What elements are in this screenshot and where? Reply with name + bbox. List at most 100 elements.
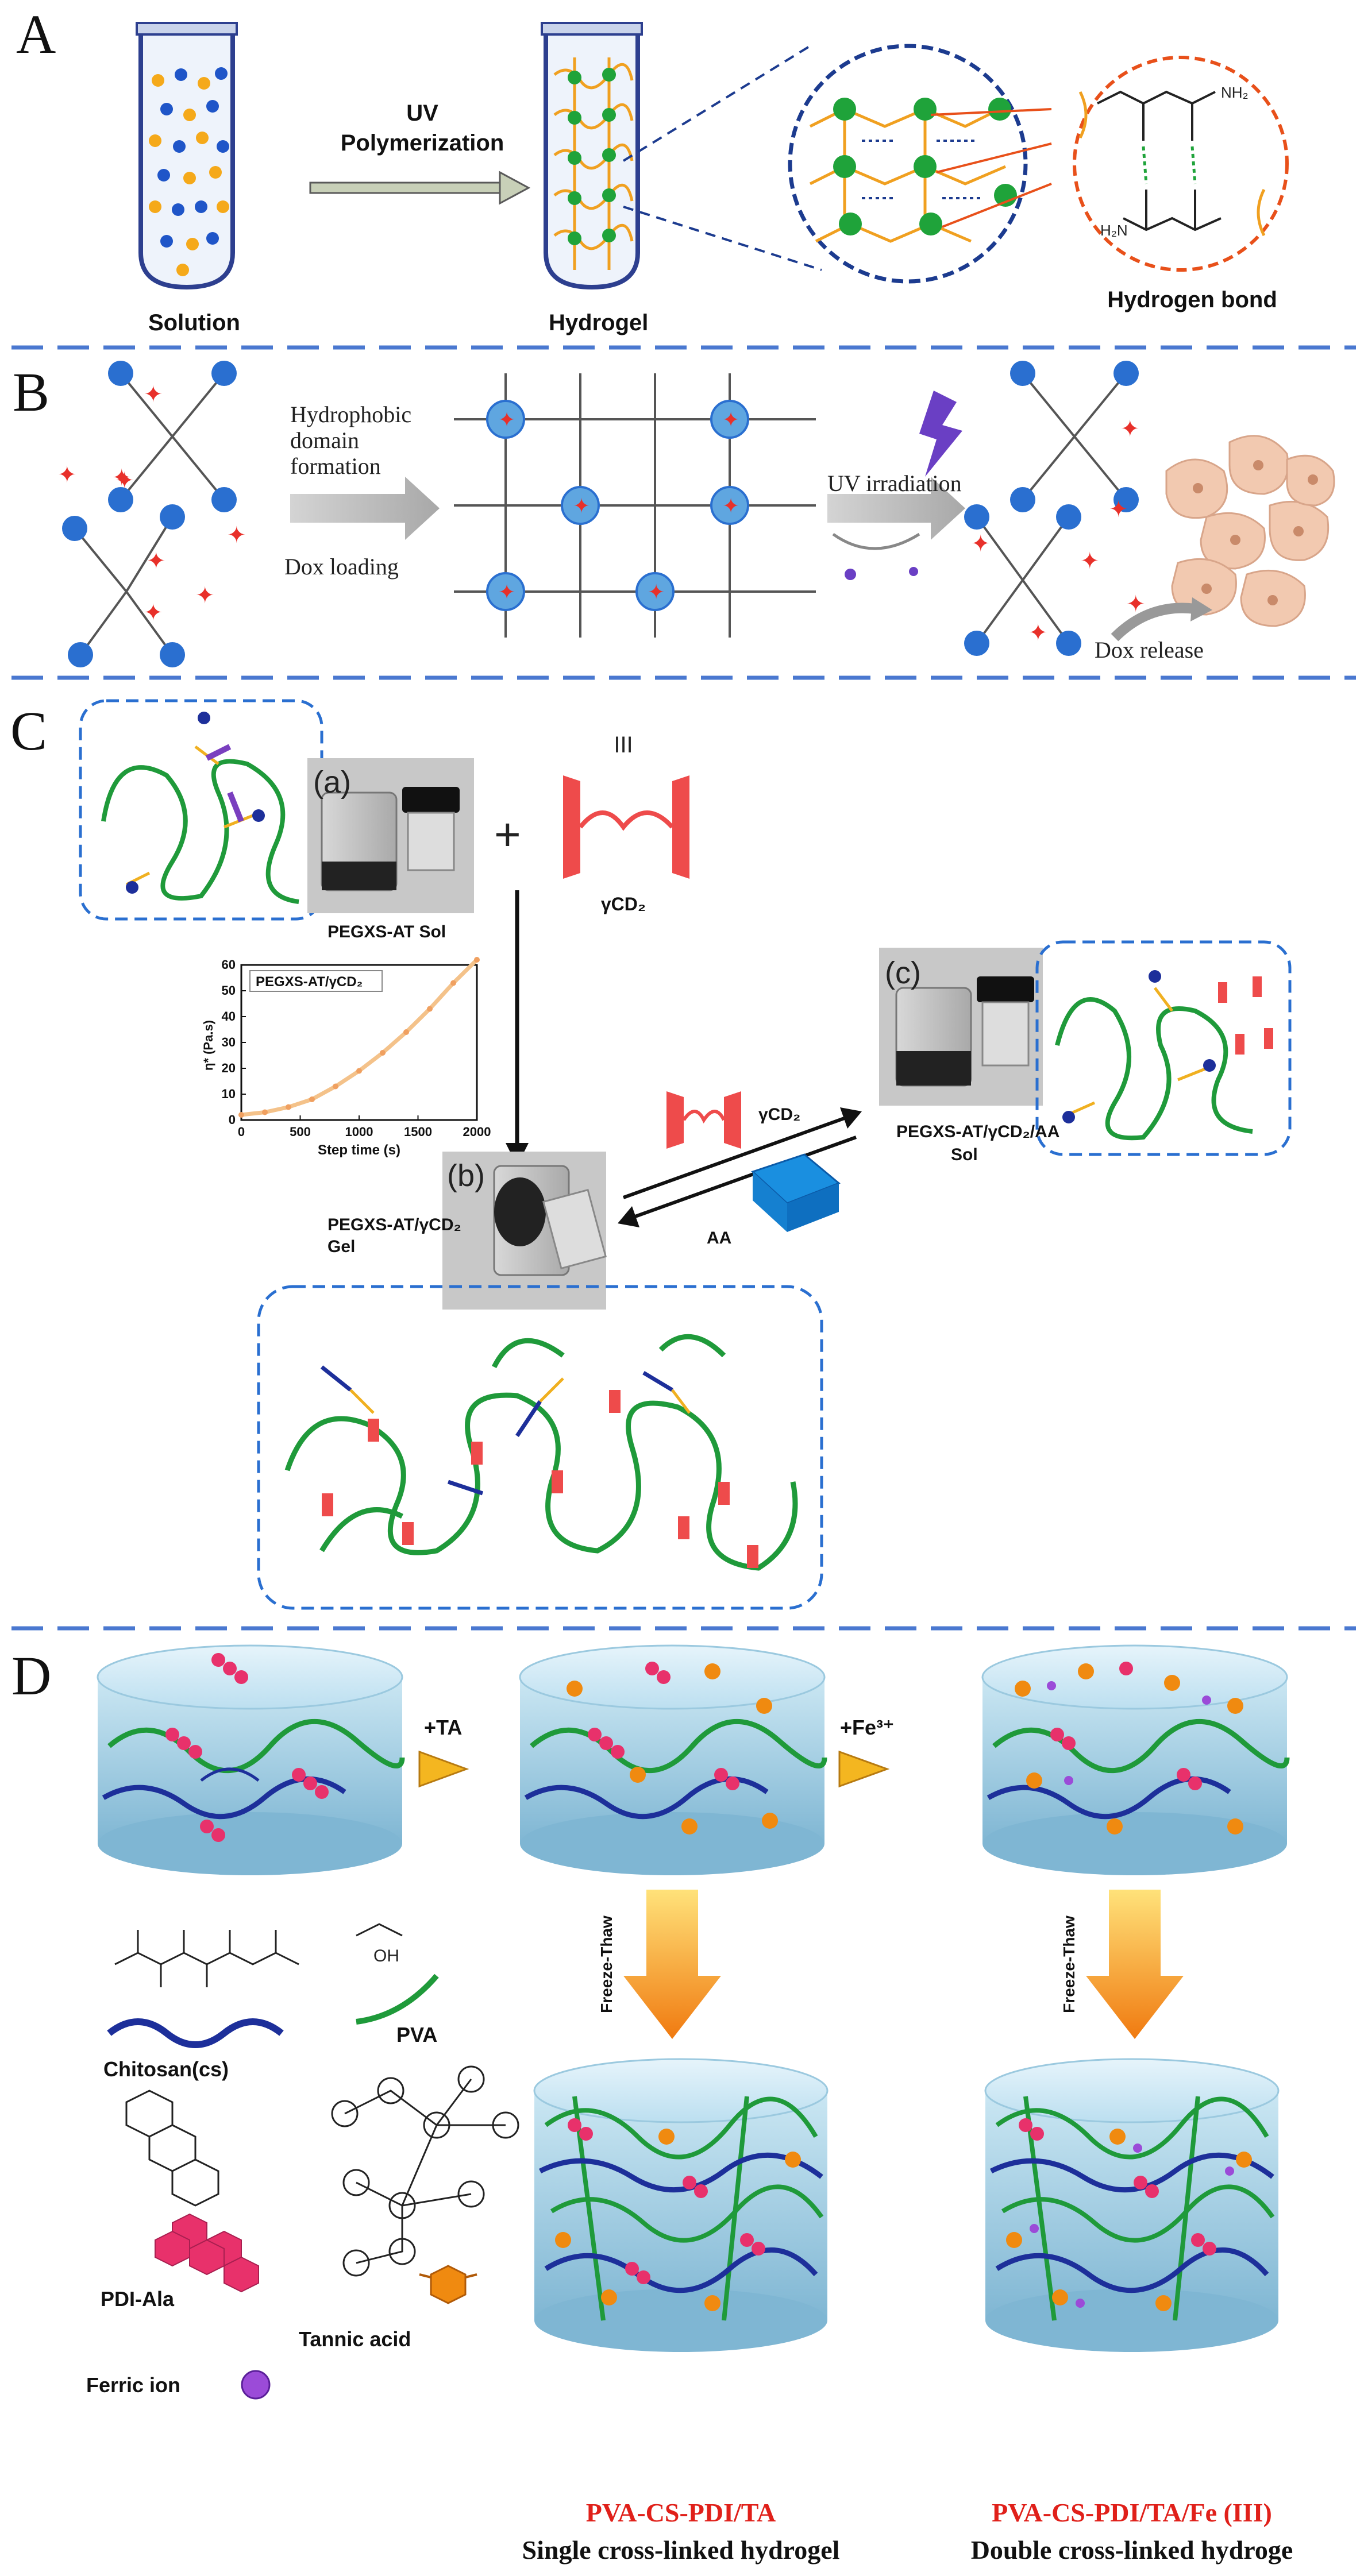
grey-arrow-2 [827, 477, 965, 540]
svg-text:✦: ✦ [648, 580, 665, 604]
y-tick-label: 40 [222, 1009, 236, 1024]
y-tick-label: 50 [222, 983, 236, 998]
gel-label-2: Gel [327, 1237, 355, 1256]
svg-text:✦: ✦ [971, 531, 991, 557]
svg-text:✦: ✦ [195, 583, 215, 608]
cylinder-2 [519, 1644, 827, 1875]
uv-label: UV [406, 101, 438, 126]
chitosan-label: Chitosan(cs) [103, 2057, 229, 2081]
gel-network-chains [284, 1334, 798, 1571]
photo-b-label: (b) [447, 1158, 485, 1193]
step-hydrophobic: Hydrophobic [290, 401, 411, 427]
b-micelles [486, 400, 749, 611]
series-point [403, 1029, 409, 1035]
sol-c-label-1: PEGXS-AT/γCD₂/AA [896, 1122, 1059, 1141]
svg-text:✦: ✦ [498, 580, 515, 604]
uv-lightning-icon [919, 391, 962, 477]
photo-a-label: (a) [313, 765, 351, 800]
chart-legend: PEGXS-AT/γCD₂ [256, 974, 363, 990]
series-point [333, 1083, 338, 1090]
aa-label: AA [707, 1229, 731, 1248]
y-tick-label: 30 [222, 1035, 236, 1049]
photo-c-label: (c) [885, 956, 921, 990]
desc-single: Single cross-linked hydrogel [522, 2535, 840, 2565]
series-point [474, 957, 480, 963]
freeze-thaw-arrow-2 [1086, 1890, 1184, 2039]
uv-polymerization-arrow [309, 171, 531, 205]
svg-text:✦: ✦ [1028, 620, 1048, 646]
svg-text:✦: ✦ [57, 462, 77, 488]
svg-text:✦: ✦ [722, 408, 739, 431]
svg-text:✦: ✦ [147, 549, 166, 574]
series-point [427, 1006, 433, 1012]
solution-dots [149, 67, 229, 276]
svg-text:✦: ✦ [1120, 416, 1140, 442]
star-ends [62, 361, 237, 667]
svg-text:✦: ✦ [144, 382, 163, 407]
svg-text:✦: ✦ [144, 600, 163, 625]
chart-ylabel: η* (Pa.s) [201, 1020, 215, 1071]
svg-text:✦: ✦ [722, 494, 739, 517]
cell-cluster [1165, 435, 1335, 627]
hydrogel-label: Hydrogel [549, 310, 648, 335]
series-point [286, 1104, 291, 1110]
dox-release-label: Dox release [1095, 637, 1204, 663]
series-point [238, 1112, 244, 1118]
zoom-circle [788, 44, 1052, 284]
name-single: PVA-CS-PDI/TA [586, 2498, 776, 2527]
step-formation: formation [290, 453, 381, 479]
hydrogen-bond-circle: NH₂ H₂N [1073, 56, 1289, 272]
step-dox-loading: Dox loading [284, 554, 399, 580]
panel-d: D +TA [11, 1644, 1293, 2565]
hydrogen-bond-label: Hydrogen bond [1107, 287, 1277, 312]
hydrogel-tube [541, 22, 643, 290]
pdi-label: PDI-Ala [101, 2287, 175, 2311]
series-point [262, 1109, 268, 1115]
cylinder-3 [981, 1644, 1290, 1875]
polymerization-label: Polymerization [341, 130, 504, 156]
tannic-label: Tannic acid [299, 2327, 411, 2351]
freeze-thaw-arrow-1 [623, 1890, 721, 2039]
gel-label-1: PEGXS-AT/γCD₂ [327, 1215, 461, 1234]
d-legend: Chitosan(cs) OH PVA PDI-Ala [86, 1923, 519, 2400]
panel-c-letter: C [10, 700, 47, 762]
panel-b: B ✦✦ ✦✦ ✦✦ ✦✦ Hydrophobic domain formati… [13, 361, 1335, 667]
h2n-label: H₂N [1100, 222, 1128, 239]
panel-a: A Solution UV Polymerization [16, 3, 1289, 335]
fe-label: +Fe³⁺ [840, 1716, 894, 1739]
panel-a-letter: A [16, 3, 56, 65]
nh2-label: NH₂ [1221, 84, 1249, 101]
svg-text:✦: ✦ [573, 494, 590, 517]
gcd2-label: γCD₂ [601, 894, 646, 914]
y-tick-label: 0 [229, 1113, 236, 1127]
freeze-thaw-label-2: Freeze-Thaw [1060, 1915, 1078, 2013]
ferric-ion-icon [241, 2370, 271, 2400]
svg-text:✦: ✦ [112, 465, 132, 491]
series-point [450, 980, 456, 986]
pva-label: PVA [396, 2023, 437, 2046]
cylinder-5 [984, 2058, 1280, 2352]
ferric-label: Ferric ion [86, 2373, 180, 2397]
x-tick-label: 2000 [463, 1125, 491, 1139]
panel-b-letter: B [13, 361, 49, 423]
svg-text:OH: OH [373, 1947, 399, 1965]
svg-text:✦: ✦ [1109, 497, 1128, 522]
solution-tube [136, 22, 238, 290]
dox-sparks-left: ✦✦ ✦✦ ✦✦ ✦✦ [57, 382, 246, 625]
solution-label: Solution [148, 310, 240, 335]
y-tick-label: 10 [222, 1087, 236, 1101]
desc-double: Double cross-linked hydroge [971, 2535, 1293, 2565]
chart-xlabel: Step time (s) [318, 1142, 400, 1158]
plus-sign: + [494, 809, 521, 860]
y-tick-label: 20 [222, 1061, 236, 1075]
x-tick-label: 1500 [404, 1125, 432, 1139]
svg-text:✦: ✦ [1080, 549, 1100, 574]
name-double: PVA-CS-PDI/TA/Fe (III) [992, 2498, 1272, 2527]
y-tick-label: 60 [222, 957, 236, 972]
freeze-thaw-label-1: Freeze-Thaw [598, 1915, 615, 2013]
svg-text:✦: ✦ [115, 468, 134, 493]
